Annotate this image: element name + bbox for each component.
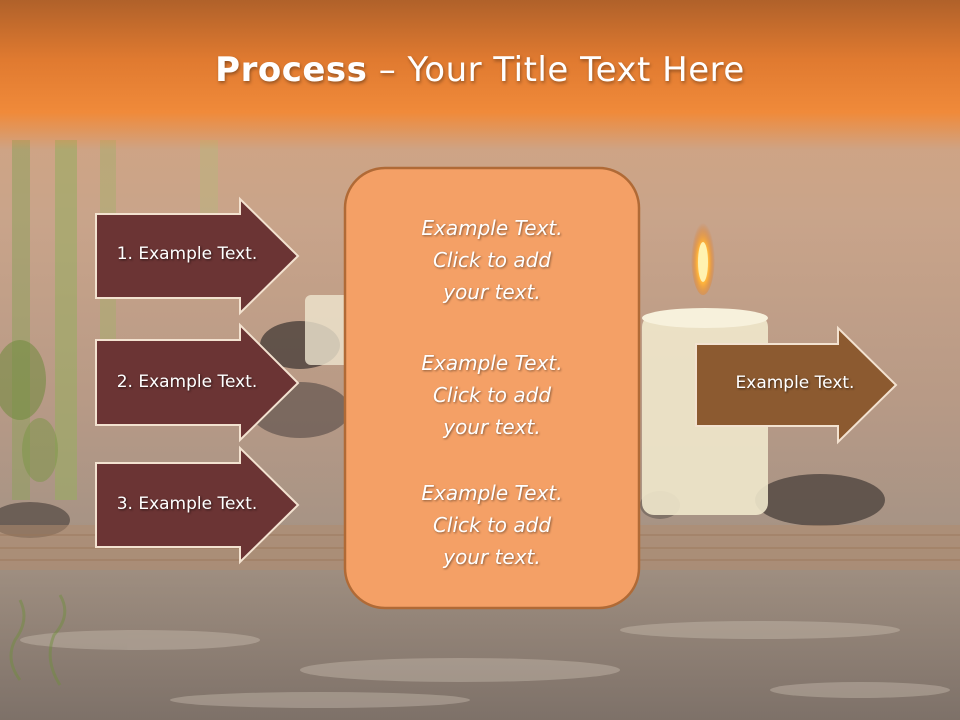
center-line: Example Text. — [421, 351, 563, 375]
output-label: Example Text. — [735, 373, 855, 393]
page-title: Process – Your Title Text Here — [0, 50, 960, 90]
center-line: your text. — [443, 280, 541, 304]
center-text-block-3: Example Text. Click to add your text. — [345, 477, 639, 573]
title-rest: Your Title Text Here — [407, 50, 745, 90]
center-line: Click to add — [432, 383, 552, 407]
step-arrow-1[interactable] — [95, 196, 300, 316]
step-label-1: 1. Example Text. — [116, 244, 258, 264]
output-arrow[interactable] — [695, 325, 898, 445]
center-line: your text. — [443, 415, 541, 439]
step-label-3: 3. Example Text. — [116, 494, 258, 514]
step-arrow-2[interactable] — [95, 322, 300, 443]
center-line: Click to add — [432, 248, 552, 272]
center-line: your text. — [443, 545, 541, 569]
center-line: Example Text. — [421, 216, 563, 240]
step-label-2: 2. Example Text. — [116, 372, 258, 392]
title-bold: Process — [215, 50, 368, 90]
center-line: Example Text. — [421, 481, 563, 505]
center-box[interactable] — [343, 166, 641, 610]
title-banner — [0, 0, 960, 150]
step-arrow-3[interactable] — [95, 445, 300, 565]
center-text-block-1: Example Text. Click to add your text. — [345, 212, 639, 308]
center-text-block-2: Example Text. Click to add your text. — [345, 347, 639, 443]
title-separator: – — [378, 50, 397, 90]
center-line: Click to add — [432, 513, 552, 537]
